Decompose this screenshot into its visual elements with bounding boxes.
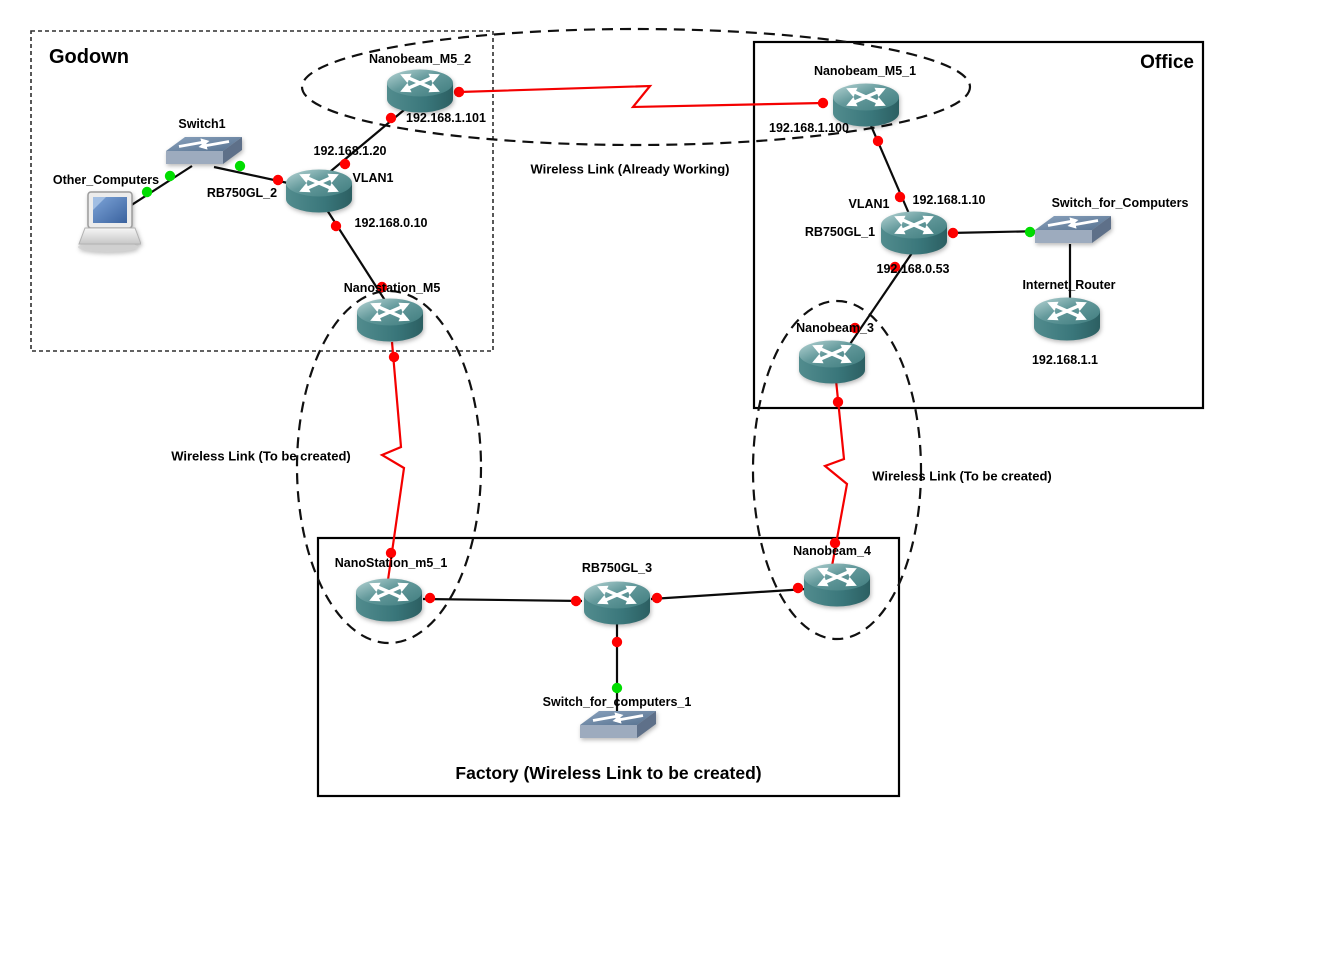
other_computers-laptop-icon[interactable] <box>75 191 141 253</box>
link-status-dot-red <box>947 227 959 239</box>
wireless-link-label-2: Wireless Link (To be created) <box>872 468 1052 484</box>
nanobeam_3-label: Nanobeam_3 <box>796 321 874 335</box>
office-zone-title: Office <box>1140 52 1194 73</box>
link-status-dot-red <box>385 547 397 559</box>
link-status-dot-red <box>453 86 465 98</box>
wireless-zone-to-be-created-godown <box>295 289 483 645</box>
nanostation_m5-label: Nanostation_M5 <box>343 281 441 295</box>
link-status-dot-red <box>872 135 884 147</box>
link-status-dot-green <box>141 186 153 198</box>
link-nanostation_m5-nanostation_m5_1 <box>379 341 406 581</box>
rb750gl_2-router-icon[interactable] <box>285 168 353 214</box>
link-status-dot-green <box>234 160 246 172</box>
nanobeam_m5_2-router-icon[interactable] <box>386 68 454 114</box>
nanobeam_4-label: Nanobeam_4 <box>793 544 871 558</box>
switch_for_computers-switch-icon[interactable] <box>1035 213 1111 253</box>
switch1-label: Switch1 <box>178 117 226 131</box>
rb750gl_1-annotation: 192.168.0.53 <box>876 262 950 276</box>
link-status-dot-red <box>388 351 400 363</box>
rb750gl_2-annotation: 192.168.1.20 <box>313 144 387 158</box>
link-status-dot-red <box>889 261 901 273</box>
rb750gl_2-label: RB750GL_2 <box>206 186 278 200</box>
wireless-zone-to-be-created-office <box>751 299 923 641</box>
rb750gl_1-annotation: 192.168.1.10 <box>912 193 986 207</box>
link-status-dot-red <box>611 636 623 648</box>
switch1-switch-icon[interactable] <box>166 134 242 174</box>
link-status-dot-red <box>570 595 582 607</box>
link-status-dot-red <box>792 582 804 594</box>
link-status-dot-red <box>385 112 397 124</box>
switch_for_computers-label: Switch_for_Computers <box>1051 196 1189 210</box>
nanostation_m5_1-router-icon[interactable] <box>355 577 423 623</box>
link-status-dot-red <box>817 97 829 109</box>
nanostation_m5_1-label: NanoStation_m5_1 <box>334 556 448 570</box>
factory-box <box>316 536 901 798</box>
rb750gl_2-annotation: VLAN1 <box>352 171 394 185</box>
rb750gl_1-annotation: VLAN1 <box>848 197 890 211</box>
nanostation_m5-router-icon[interactable] <box>356 297 424 343</box>
nanobeam_m5_1-annotation: 192.168.1.100 <box>769 121 849 135</box>
nanobeam_3-router-icon[interactable] <box>798 339 866 385</box>
godown-box <box>30 30 494 352</box>
godown-zone-title: Godown <box>49 46 129 68</box>
link-status-dot-red <box>424 592 436 604</box>
internet_router-label: Internet_Router <box>1022 278 1116 292</box>
factory-zone-title: Factory (Wireless Link to be created) <box>455 763 762 783</box>
other_computers-label: Other_Computers <box>52 173 160 187</box>
rb750gl_3-label: RB750GL_3 <box>581 561 653 575</box>
link-rb750gl_3-nanobeam_4 <box>650 587 807 601</box>
link-status-dot-red <box>849 322 861 334</box>
link-status-dot-red <box>894 191 906 203</box>
nanobeam_m5_2-label: Nanobeam_M5_2 <box>368 52 472 66</box>
office-box <box>752 40 1205 410</box>
link-status-dot-red <box>339 158 351 170</box>
link-status-dot-red <box>272 174 284 186</box>
link-nanostation_m5_1-rb750gl_3 <box>422 597 583 603</box>
link-rb750gl_1-nanobeam_3 <box>849 252 913 345</box>
rb750gl_1-router-icon[interactable] <box>880 210 948 256</box>
link-status-dot-red <box>829 537 841 549</box>
link-status-dot-red <box>651 592 663 604</box>
wireless-zone-already-working <box>300 27 972 147</box>
link-status-dot-green <box>1024 226 1036 238</box>
internet_router-router-icon[interactable] <box>1033 296 1101 342</box>
nanobeam_m5_1-label: Nanobeam_M5_1 <box>813 64 917 78</box>
link-status-dot-red <box>330 220 342 232</box>
link-switch1-rb750gl_2 <box>213 165 298 187</box>
link-status-dot-red <box>832 396 844 408</box>
switch_for_computers_1-switch-icon[interactable] <box>580 708 656 748</box>
rb750gl_1-label: RB750GL_1 <box>804 225 876 239</box>
rb750gl_3-router-icon[interactable] <box>583 580 651 626</box>
link-status-dot-green <box>611 682 623 694</box>
link-nanobeam_3-nanobeam_4 <box>822 379 849 567</box>
nanobeam_4-router-icon[interactable] <box>803 562 871 608</box>
link-nanobeam_m5_2-nanobeam_m5_1 <box>458 84 824 109</box>
internet_router-annotation: 192.168.1.1 <box>1031 353 1099 367</box>
link-status-dot-green <box>164 170 176 182</box>
wireless-link-label-1: Wireless Link (To be created) <box>171 448 351 464</box>
link-status-dot-red <box>376 281 388 293</box>
wireless-link-label-0: Wireless Link (Already Working) <box>530 161 730 177</box>
rb750gl_2-annotation: 192.168.0.10 <box>354 216 428 230</box>
nanobeam_m5_2-annotation: 192.168.1.101 <box>406 111 486 125</box>
switch_for_computers_1-label: Switch_for_computers_1 <box>542 695 692 709</box>
